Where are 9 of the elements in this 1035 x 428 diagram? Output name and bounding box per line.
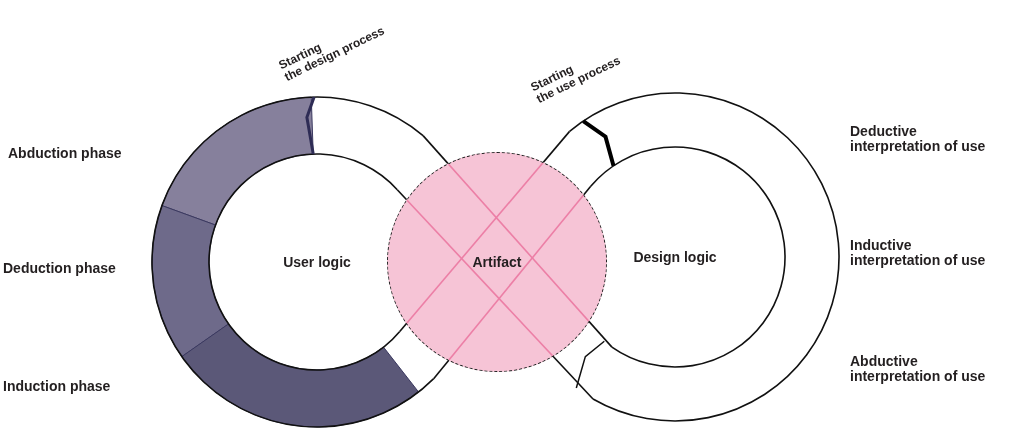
annotation-label: Abduction phase <box>8 146 122 161</box>
node-label: User logic <box>283 254 351 270</box>
node-label: Design logic <box>633 249 717 265</box>
annotation-label: Inductive interpretation of use <box>850 238 986 268</box>
annotation-label: Deduction phase <box>3 261 116 276</box>
annotation-label: Induction phase <box>3 379 111 394</box>
node-label: Artifact <box>472 254 522 270</box>
annotation-label: Deductive interpretation of use <box>850 124 986 154</box>
annotation-label: Abductive interpretation of use <box>850 354 986 384</box>
